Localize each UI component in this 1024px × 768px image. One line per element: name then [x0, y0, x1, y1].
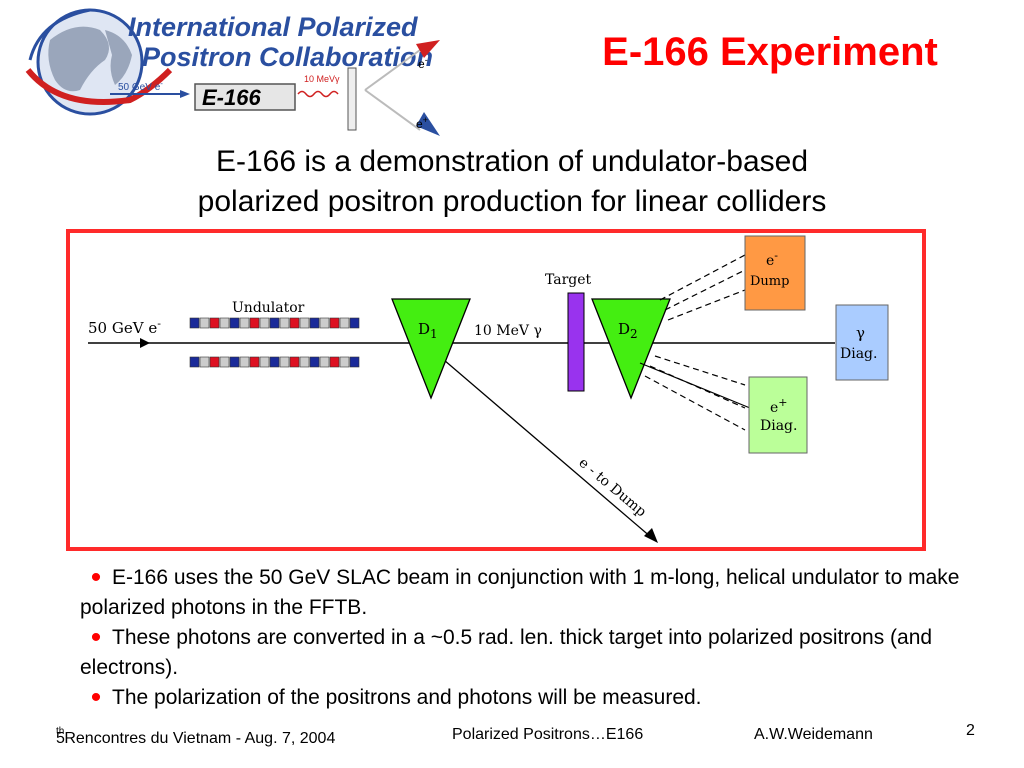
bullet-text: E-166 uses the 50 GeV SLAC beam in conju… — [80, 566, 960, 619]
positron-diag-box — [748, 376, 808, 454]
undulator-magnet-block — [189, 317, 200, 329]
undulator-magnet-block — [199, 356, 210, 368]
undulator-magnet-block — [339, 317, 350, 329]
undulator-magnet-block — [319, 317, 330, 329]
collaboration-logo: International Polarized Positron Collabo… — [25, 8, 440, 136]
undulator-magnet-block — [269, 317, 280, 329]
undulator-label: Undulator — [232, 300, 305, 316]
undulator-magnet-block — [239, 356, 250, 368]
globe-icon — [25, 8, 173, 116]
undulator-magnet-block — [299, 356, 310, 368]
bullet-list: •E-166 uses the 50 GeV SLAC beam in conj… — [80, 563, 960, 713]
subtitle: E-166 is a demonstration of undulator-ba… — [60, 142, 964, 222]
bullet-dot-icon: • — [90, 681, 102, 714]
bullet-text: These photons are converted in a ~0.5 ra… — [80, 626, 933, 679]
logo-line2: Positron Collaboration — [142, 42, 433, 72]
undulator-bottom-row — [189, 356, 360, 368]
undulator-magnet-block — [259, 317, 270, 329]
bullet-dot-icon: • — [90, 621, 102, 654]
gamma-diag-box — [835, 304, 889, 381]
e166-beamline-diagram: 50 GeV e- Undulator e - to Dump D1 10 Me… — [88, 235, 889, 543]
undulator-magnet-block — [319, 356, 330, 368]
undulator-magnet-block — [329, 317, 340, 329]
diagram-frame: 50 GeV e- Undulator e - to Dump D1 10 Me… — [66, 229, 926, 551]
gamma-diag-symbol: γ — [856, 324, 865, 342]
positron-diag-symbol: e+ — [770, 396, 788, 416]
d2-label: D2 — [618, 320, 638, 341]
undulator-magnet-block — [279, 317, 290, 329]
undulator-magnet-block — [209, 356, 220, 368]
subtitle-line2: polarized positron production for linear… — [197, 185, 827, 218]
logo-electron-label: e- — [418, 55, 428, 71]
undulator-magnet-block — [249, 356, 260, 368]
dump-arrow-icon — [644, 528, 658, 543]
electron-dump-box — [744, 235, 806, 311]
footer-author: A.W.Weidemann — [754, 726, 873, 743]
bullet-item: • The polarization of the positrons and p… — [80, 683, 960, 713]
undulator-magnet-block — [259, 356, 270, 368]
gamma-diag-label: Diag. — [840, 346, 877, 362]
undulator-magnet-block — [279, 356, 290, 368]
dump-line — [429, 347, 653, 539]
logo-positron-label: e+ — [416, 115, 428, 131]
undulator-magnet-block — [219, 356, 230, 368]
d2-dipole — [591, 298, 671, 400]
undulator-magnet-block — [309, 317, 320, 329]
undulator-magnet-block — [249, 317, 260, 329]
undulator-magnet-block — [229, 317, 240, 329]
d1-label: D1 — [418, 320, 438, 341]
logo-photon-label: 10 MeVγ — [304, 74, 340, 84]
undulator-magnet-block — [209, 317, 220, 329]
undulator-magnet-block — [289, 317, 300, 329]
footer-topic: Polarized Positrons…E166 — [452, 726, 644, 743]
undulator-magnet-block — [189, 356, 200, 368]
target — [567, 292, 585, 392]
undulator-magnet-block — [229, 356, 240, 368]
bullet-text: The polarization of the positrons and ph… — [112, 686, 702, 709]
bullet-item: •These photons are converted in a ~0.5 r… — [80, 623, 960, 683]
electron-dump-label: Dump — [750, 274, 789, 289]
undulator-magnet-block — [309, 356, 320, 368]
undulator-top-row — [189, 317, 360, 329]
beam-label: 50 GeV e- — [88, 317, 161, 337]
positron-diag-label: Diag. — [760, 418, 797, 434]
beam-arrow-icon — [140, 338, 150, 348]
undulator-magnet-block — [269, 356, 280, 368]
logo-beam-label: 50 GeV e- — [118, 79, 163, 93]
undulator-magnet-block — [239, 317, 250, 329]
dump-line-label: e - to Dump — [575, 455, 649, 521]
electron-dump-symbol: e- — [766, 249, 778, 269]
slide-title: E-166 Experiment — [602, 30, 938, 74]
undulator-magnet-block — [339, 356, 350, 368]
target-label: Target — [545, 272, 592, 288]
undulator-magnet-block — [299, 317, 310, 329]
photon-label: 10 MeV γ — [474, 323, 542, 339]
undulator-magnet-block — [329, 356, 340, 368]
logo-experiment: E-166 — [202, 85, 261, 110]
bullet-dot-icon: • — [90, 561, 102, 594]
undulator-magnet-block — [289, 356, 300, 368]
undulator-magnet-block — [199, 317, 210, 329]
d1-dipole — [391, 298, 471, 400]
logo-line1: International Polarized — [128, 12, 418, 42]
undulator-magnet-block — [349, 317, 360, 329]
subtitle-line1: E-166 is a demonstration of undulator-ba… — [215, 145, 809, 178]
undulator-magnet-block — [219, 317, 230, 329]
bullet-item: •E-166 uses the 50 GeV SLAC beam in conj… — [80, 563, 960, 623]
page-number: 2 — [966, 722, 975, 739]
undulator-magnet-block — [349, 356, 360, 368]
